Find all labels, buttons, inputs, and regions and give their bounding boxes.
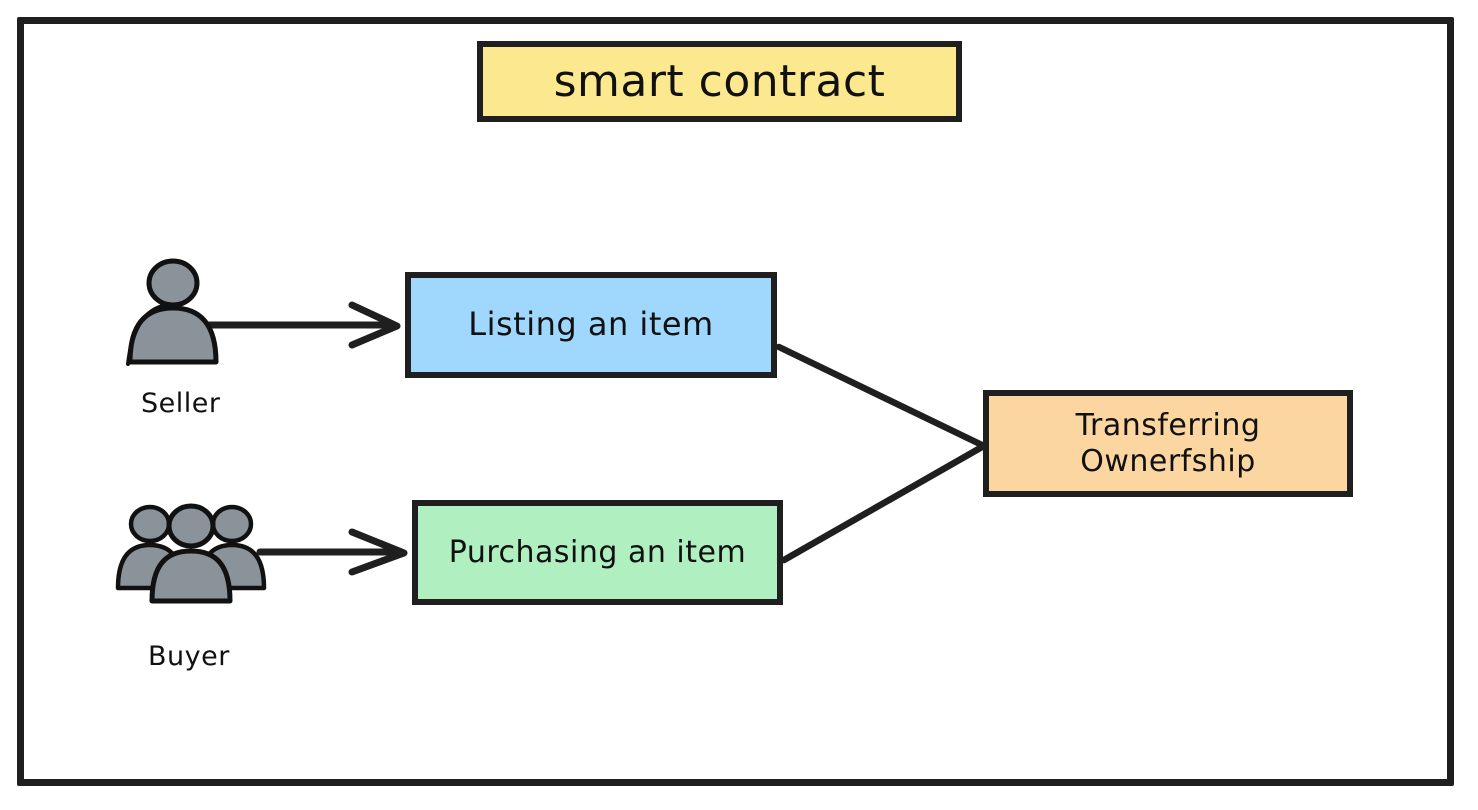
node-transferring-ownership-label-line2: Ownerfship [1080,443,1256,479]
buyer-group-icon [112,483,270,608]
node-purchasing-an-item[interactable]: Purchasing an item [412,500,783,605]
node-transferring-ownership-label-line1: Transferring [1075,408,1261,444]
buyer-label: Buyer [148,641,230,672]
node-purchasing-an-item-label: Purchasing an item [448,534,747,570]
node-listing-an-item[interactable]: Listing an item [405,272,777,378]
node-smart-contract-label: smart contract [553,55,886,107]
node-listing-an-item-label: Listing an item [468,305,714,344]
node-smart-contract[interactable]: smart contract [477,41,962,122]
node-transferring-ownership[interactable]: Transferring Ownerfship [983,390,1353,497]
diagram-outer-border [17,17,1454,786]
seller-person-icon [118,258,228,370]
seller-label: Seller [141,388,221,419]
